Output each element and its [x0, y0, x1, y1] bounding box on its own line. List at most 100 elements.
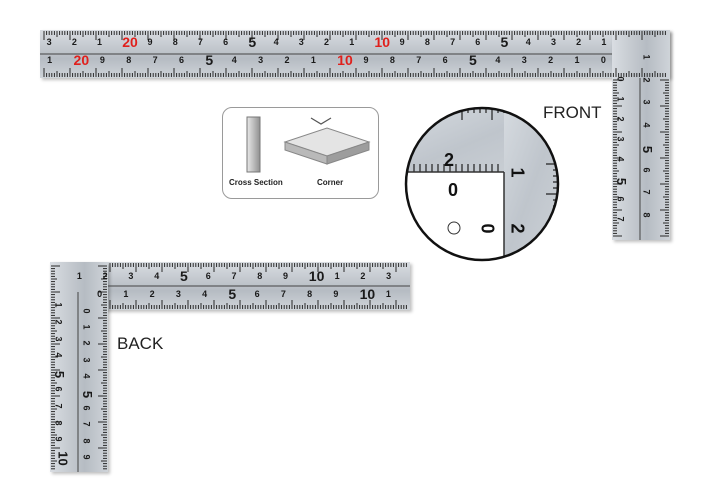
ruler-number: 1 [97, 37, 103, 47]
ruler-number: 7 [81, 421, 92, 427]
back-ruler-ticks [51, 263, 410, 472]
ruler-number: 8 [81, 438, 92, 444]
ruler-number: 10 [374, 34, 390, 50]
ruler-number: 4 [154, 271, 160, 281]
ruler-number: 8 [641, 211, 652, 218]
ruler-number: 5 [179, 268, 188, 284]
ruler-number: 2 [615, 116, 626, 122]
ruler-number: 9 [53, 436, 64, 442]
ruler-number: 8 [307, 289, 313, 299]
back-label: BACK [117, 334, 164, 353]
ruler-number: 9 [147, 37, 153, 47]
ruler-number: 3 [615, 136, 626, 142]
ruler-number: 9 [363, 55, 369, 65]
ruler-number: 8 [257, 271, 263, 281]
ruler-number: 10 [337, 52, 353, 68]
ruler-number: 4 [202, 289, 208, 299]
ruler-number: 6 [442, 55, 448, 65]
ruler-number: 0 [81, 308, 92, 314]
ruler-number: 7 [53, 403, 64, 409]
ruler-number: 4 [495, 55, 501, 65]
ruler-number: 5 [500, 34, 509, 50]
magnifier-number-top-right: 1 [507, 167, 528, 178]
ruler-number: 1 [310, 55, 316, 65]
ruler-number: 2 [81, 340, 92, 346]
ruler-number: 3 [258, 55, 264, 65]
ruler-number: 1 [76, 271, 82, 281]
ruler-number: 2 [149, 289, 155, 299]
ruler-number: 7 [152, 55, 158, 65]
ruler-number: 5 [469, 52, 477, 68]
cross-section-caption: Cross Section [229, 178, 283, 187]
ruler-number: 8 [126, 55, 132, 65]
ruler-number: 5 [614, 177, 630, 186]
front-ruler-vertical-blade [612, 30, 670, 240]
ruler-number: 2 [360, 271, 366, 281]
magnifier-detail [404, 106, 560, 262]
ruler-number: 10 [55, 451, 71, 466]
ruler-number: 3 [298, 37, 304, 47]
ruler-number: 1 [123, 289, 129, 299]
ruler-number: 6 [641, 166, 652, 173]
ruler-number: 1 [81, 324, 92, 330]
ruler-number: 20 [122, 34, 138, 50]
ruler-number: 1 [574, 55, 580, 65]
ruler-number: 1 [615, 96, 626, 102]
ruler-number: 2 [641, 76, 652, 83]
ruler-number: 2 [284, 55, 290, 65]
ruler-number: 7 [197, 37, 203, 47]
ruler-number: 7 [450, 37, 456, 47]
magnifier-number-inner-right: 0 [477, 223, 498, 234]
ruler-number: 3 [641, 99, 652, 105]
ruler-number: 8 [53, 420, 64, 426]
corner-icon [283, 117, 371, 165]
ruler-number: 8 [389, 55, 395, 65]
ruler-number: 1 [47, 55, 53, 65]
ruler-number: 9 [333, 289, 339, 299]
ruler-number: 7 [416, 55, 422, 65]
ruler-number: 4 [231, 55, 237, 65]
ruler-number: 2 [53, 319, 64, 325]
magnifier-number-side: 2 [507, 223, 528, 234]
ruler-number: 6 [615, 196, 626, 202]
ruler-number: 4 [615, 156, 626, 162]
ruler-number: 1 [385, 289, 391, 299]
ruler-number: 9 [99, 55, 105, 65]
ruler-number: 7 [615, 216, 626, 222]
ruler-number: 4 [81, 373, 92, 379]
ruler-number: 2 [548, 55, 554, 65]
ruler-number: 0 [600, 55, 606, 65]
ruler-number: 1 [641, 54, 652, 60]
magnifier-number-inner-left: 0 [448, 180, 459, 200]
corner-caption: Corner [317, 178, 344, 187]
ruler-number: 6 [81, 405, 92, 411]
ruler-number: 3 [175, 289, 181, 299]
ruler-number: 3 [81, 357, 92, 363]
ruler-number: 2 [576, 37, 582, 47]
ruler-number: 6 [223, 37, 229, 47]
ruler-number: 2 [102, 271, 108, 281]
ruler-number: 9 [283, 271, 289, 281]
ruler-number: 9 [399, 37, 405, 47]
ruler-number: 3 [550, 37, 556, 47]
ruler-number: 2 [71, 37, 77, 47]
ruler-number: 6 [475, 37, 481, 47]
cross-section-icon [246, 116, 261, 173]
ruler-number: 7 [231, 271, 237, 281]
ruler-number: 7 [280, 289, 286, 299]
ruler-number: 5 [228, 286, 237, 302]
ruler-number: 3 [386, 271, 392, 281]
magnifier-number-top-left: 2 [444, 150, 455, 170]
ruler-number: 1 [601, 37, 607, 47]
ruler-number: 5 [205, 52, 214, 68]
ruler-number: 5 [52, 371, 68, 379]
ruler-number: 6 [53, 386, 64, 392]
ruler-number: 3 [128, 271, 134, 281]
back-ruler-vertical-blade [50, 262, 108, 472]
